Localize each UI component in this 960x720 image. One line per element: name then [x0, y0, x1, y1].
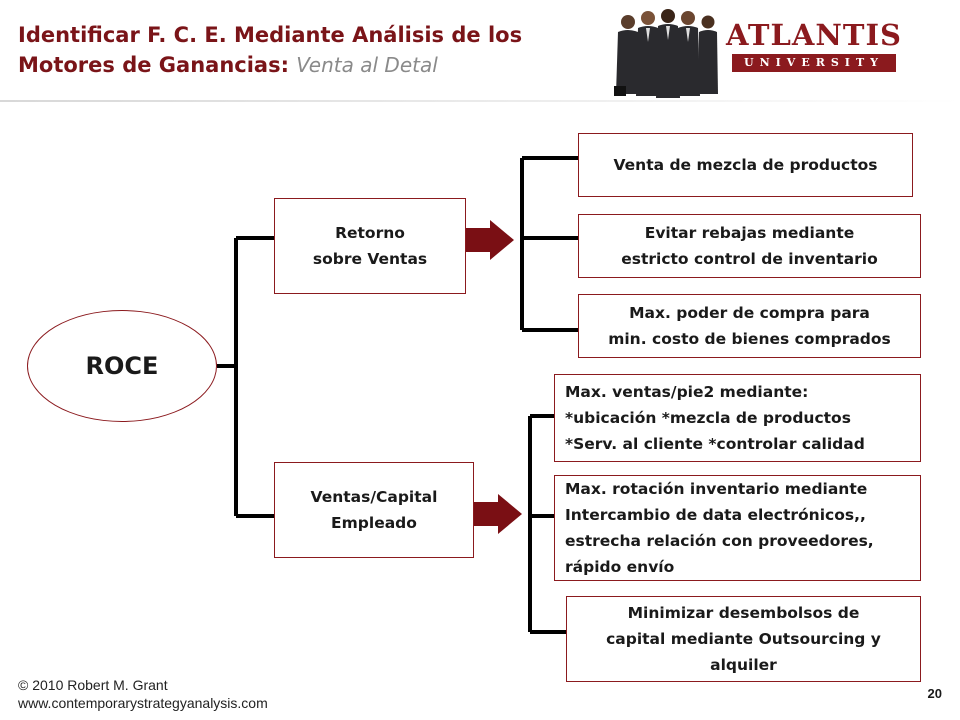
leaf-label: Venta de mezcla de productos [613, 156, 878, 174]
connector-lines [217, 156, 578, 634]
leaf-inventory-turnover: Max. rotación inventario mediante Interc… [554, 475, 921, 581]
leaf-avoid-markdowns: Evitar rebajas mediante estricto control… [578, 214, 921, 278]
arrow-right-icon [474, 494, 522, 534]
roce-label: ROCE [85, 352, 159, 380]
leaf-label: Evitar rebajas mediante estricto control… [621, 224, 878, 268]
slide-title-subtitle: Venta al Detal [296, 53, 438, 77]
leaf-label: Max. poder de compra para min. costo de … [608, 304, 891, 348]
leaf-purchasing-power: Max. poder de compra para min. costo de … [578, 294, 921, 358]
briefcase-icon [614, 86, 626, 96]
branch-sales-capital: Ventas/Capital Empleado [274, 462, 474, 558]
leaf-label: Max. rotación inventario mediante Interc… [565, 480, 874, 576]
logo-name: ATLANTIS [726, 18, 902, 52]
business-people-image [614, 9, 718, 98]
page-number: 20 [927, 686, 942, 701]
slide-title-main: Identificar F. C. E. Mediante Análisis d… [18, 23, 523, 77]
arrow-right-icon [466, 220, 514, 260]
footer-credits: © 2010 Robert M. Grant www.contemporarys… [18, 676, 268, 712]
leaf-label: Minimizar desembolsos de capital mediant… [606, 604, 881, 674]
branch-label: Retorno sobre Ventas [312, 224, 428, 268]
branch-label: Ventas/Capital Empleado [310, 488, 438, 532]
roce-node: ROCE [27, 310, 217, 422]
branch-return-on-sales: Retorno sobre Ventas [274, 198, 466, 294]
person-silhouette [616, 9, 718, 98]
slide-title: Identificar F. C. E. Mediante Análisis d… [18, 20, 618, 80]
leaf-product-mix: Venta de mezcla de productos [578, 133, 913, 197]
copyright-text: © 2010 Robert M. Grant [18, 677, 168, 693]
logo-tagline: UNIVERSITY [732, 54, 896, 72]
leaf-sales-per-sqft: Max. ventas/pie2 mediante: *ubicación *m… [554, 374, 921, 462]
website-url: www.contemporarystrategyanalysis.com [18, 695, 268, 711]
atlantis-university-logo: ATLANTIS UNIVERSITY [726, 18, 902, 74]
leaf-label: Max. ventas/pie2 mediante: *ubicación *m… [565, 383, 865, 453]
leaf-minimize-capital: Minimizar desembolsos de capital mediant… [566, 596, 921, 682]
header-divider [0, 100, 960, 102]
